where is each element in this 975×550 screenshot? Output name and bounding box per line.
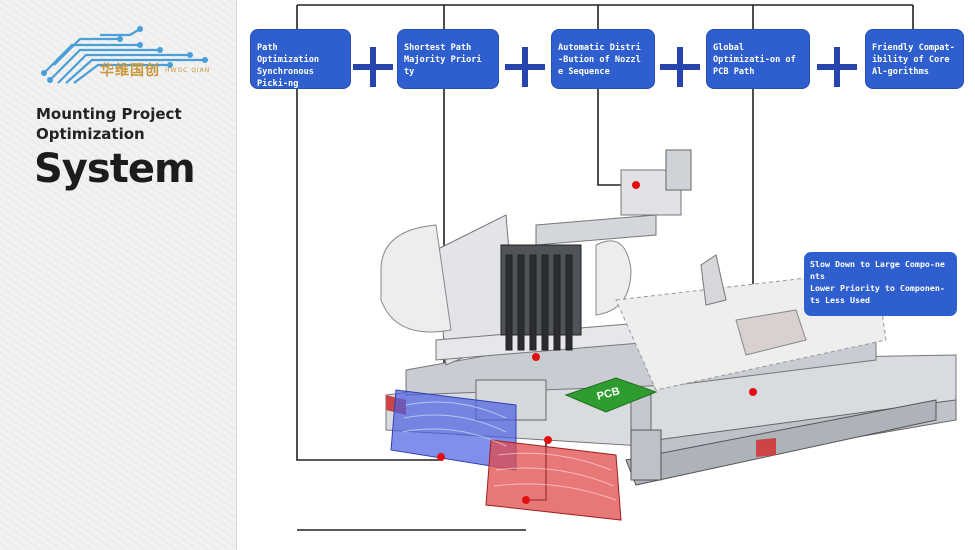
note-line-1: Slow Down to Large Compo-ne nts [810, 259, 945, 281]
note-line-2: Lower Priority to Componen-ts Less Used [810, 283, 945, 305]
feature-box-path-optimization: Path Optimization Synchronous Picki-ng [251, 30, 350, 88]
feature-label: Path Optimization Synchronous Picki-ng [257, 43, 320, 88]
feature-label: Automatic Distri -Bution of Nozzl e Sequ… [558, 43, 641, 77]
plus-icon [353, 47, 393, 87]
feature-box-nozzle-sequence: Automatic Distri -Bution of Nozzl e Sequ… [552, 30, 654, 88]
branding-panel: 华维国创 HWGC QIAN Mounting Project Optimiza… [0, 0, 237, 550]
brand-name-en: HWGC QIAN [165, 67, 211, 74]
brand-name-cn: 华维国创 [100, 63, 160, 79]
feature-label: Global Optimizati-on of PCB Path [713, 43, 796, 77]
page-subtitle: Mounting Project Optimization [36, 104, 226, 144]
plus-icon [505, 47, 545, 87]
red-tray [485, 439, 622, 521]
pcb-label: PCB [596, 385, 622, 403]
feature-label: Friendly Compat-ibility of Core Al-gorit… [872, 43, 955, 77]
feature-box-shortest-path: Shortest Path Majority Priori ty [398, 30, 498, 88]
machine-diagram: PCB [296, 4, 957, 531]
feature-label: Shortest Path Majority Priori ty [404, 43, 482, 77]
subtitle-line-2: Optimization [36, 125, 145, 143]
nozzle-head [500, 244, 582, 351]
plus-icon [660, 47, 700, 87]
pcb-board [564, 377, 658, 413]
component-priority-note: Slow Down to Large Compo-ne nts Lower Pr… [804, 252, 957, 316]
feature-box-core-algorithms: Friendly Compat-ibility of Core Al-gorit… [866, 30, 963, 88]
tray-ridges [401, 401, 617, 501]
machine-frame [380, 149, 957, 486]
marker-points [437, 181, 757, 504]
circuit-logo-icon [41, 26, 208, 84]
subtitle-line-1: Mounting Project [36, 105, 182, 123]
plus-icon [817, 47, 857, 87]
feature-box-pcb-path: Global Optimizati-on of PCB Path [707, 30, 809, 88]
page-title: System [34, 146, 196, 192]
